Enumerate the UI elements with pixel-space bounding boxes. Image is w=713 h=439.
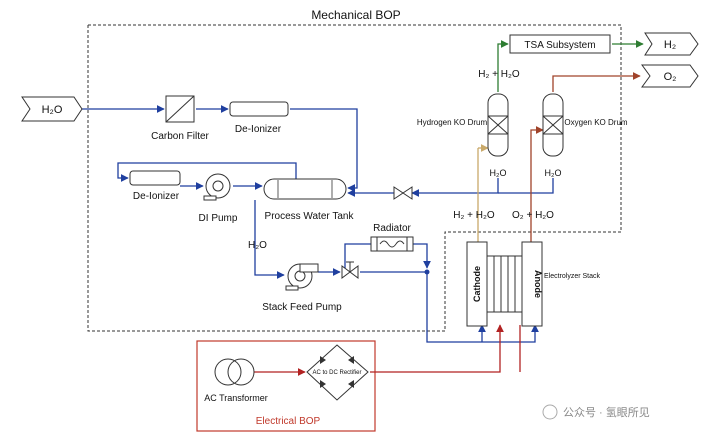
electrical-bop-title: Electrical BOP bbox=[256, 416, 321, 427]
water-feed-line bbox=[80, 105, 358, 192]
oxygen-outlet: O₂ bbox=[641, 64, 699, 88]
deionizer-top: De-Ionizer bbox=[229, 101, 289, 135]
watermark: 公众号 · 氢眼所见 bbox=[542, 404, 650, 420]
electrolyzer-stack-label: Electrolyzer Stack bbox=[544, 273, 601, 280]
di-pump-label: DI Pump bbox=[199, 213, 238, 224]
process-water-tank: Process Water Tank bbox=[263, 178, 355, 222]
mechanical-bop-title: Mechanical BOP bbox=[311, 8, 400, 22]
deionizer-loop-line bbox=[117, 162, 297, 190]
anode-label: Anode bbox=[533, 270, 543, 298]
electrical-bop-boundary bbox=[196, 340, 376, 432]
hydrogen-outlet-label: H₂ bbox=[664, 39, 676, 51]
deionizer-left-label: De-Ionizer bbox=[133, 191, 180, 202]
rectifier-label: AC to DC Rectifier bbox=[312, 370, 361, 376]
oxygen-ko-drum-label-text: Oxygen KO Drum bbox=[564, 118, 627, 127]
carbon-filter: Carbon Filter bbox=[151, 95, 210, 142]
electrolyzer-stack: Cathode Anode Electrolyzer Stack bbox=[466, 241, 601, 327]
radiator-label: Radiator bbox=[373, 223, 411, 234]
ac-transformer-label: AC Transformer bbox=[204, 393, 268, 403]
oxygen-product-line bbox=[552, 72, 641, 92]
stack-feed-pump-label: Stack Feed Pump bbox=[262, 302, 342, 313]
deionizer-top-label: De-Ionizer bbox=[235, 124, 282, 135]
oxygen-ko-drum-label: Oxygen KO Drum bbox=[564, 118, 627, 127]
hydrogen-ko-drum-label-text: Hydrogen KO Drum bbox=[417, 118, 488, 127]
stack-feed-pump: Stack Feed Pump bbox=[262, 263, 342, 313]
water-inlet-label: H₂O bbox=[42, 104, 63, 116]
di-pump: DI Pump bbox=[199, 173, 238, 224]
drum-water-return-line bbox=[347, 178, 554, 197]
electrical-lines bbox=[254, 324, 521, 376]
oxygen-water-line bbox=[530, 126, 544, 242]
return-valve[interactable] bbox=[393, 186, 413, 200]
hydrogen-water-top-label: H₂ + H₂O bbox=[478, 69, 520, 80]
cathode-label: Cathode bbox=[472, 266, 482, 302]
process-water-tank-label: Process Water Tank bbox=[265, 211, 355, 222]
radiator: Radiator bbox=[370, 223, 414, 252]
water-inlet: H₂O bbox=[21, 96, 83, 122]
tsa-subsystem: TSA Subsystem bbox=[509, 34, 611, 54]
hydrogen-water-line bbox=[477, 144, 489, 242]
hydrogen-drum-water-label: H₂O bbox=[490, 168, 507, 178]
oxygen-outlet-label: O₂ bbox=[664, 71, 677, 83]
oxygen-ko-drum: Oxygen KO Drum bbox=[542, 93, 628, 157]
feed-water-label: H₂O bbox=[248, 240, 267, 251]
rectifier: AC to DC Rectifier bbox=[306, 344, 369, 401]
ac-transformer: AC Transformer bbox=[204, 358, 268, 403]
feed-valve[interactable] bbox=[341, 261, 359, 279]
deionizer-left: De-Ionizer bbox=[129, 170, 181, 202]
oxygen-drum-water-label: H₂O bbox=[545, 168, 562, 178]
stack-oxygen-water-label: O₂ + H₂O bbox=[512, 210, 554, 221]
mechanical-bop-boundary bbox=[87, 24, 622, 332]
hydrogen-outlet: H₂ bbox=[644, 32, 699, 56]
tsa-subsystem-label: TSA Subsystem bbox=[524, 40, 595, 51]
hydrogen-ko-drum-label: Hydrogen KO Drum bbox=[417, 118, 488, 127]
carbon-filter-label: Carbon Filter bbox=[151, 131, 209, 142]
watermark-text: 公众号 · 氢眼所见 bbox=[563, 405, 650, 419]
stack-hydrogen-water-label: H₂ + H₂O bbox=[453, 210, 495, 221]
hydrogen-product-line bbox=[497, 40, 644, 92]
hydrogen-ko-drum: Hydrogen KO Drum bbox=[417, 93, 509, 157]
